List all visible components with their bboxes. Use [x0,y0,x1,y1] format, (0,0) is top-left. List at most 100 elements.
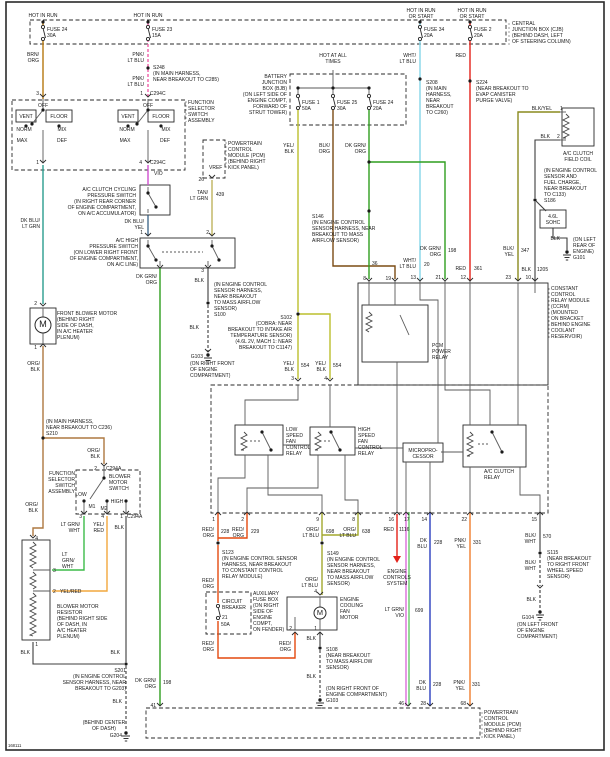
diagram-label: NEAR [426,98,440,104]
diagram-label: S149 [327,551,339,557]
diagram-label: (ON LEFT [573,237,596,243]
diagram-label: PLENUM) [57,335,80,341]
diagram-label: (MOUNTED [551,310,578,316]
diagram-label: BATTERY [264,74,287,80]
diagram-label: (IN ENGINE CONTROL [73,674,126,680]
ground-icon [124,731,128,735]
diagram-label: S186 [544,198,556,204]
diagram-label: LOW [286,427,298,433]
diagram-label: BLK [317,367,327,373]
diagram-label: (BEHIND CENTER [83,720,126,726]
diagram-label: ORG [203,533,215,539]
fuse-icon [297,96,301,108]
diagram-label: WHT/ [403,53,416,59]
diagram-label: 439 [216,192,225,198]
diagram-label: 12 [460,275,466,281]
diagram-label: ORG [203,647,215,653]
diagram-label: PLENUM) [57,634,80,640]
diagram-label: SELECTOR [48,477,75,483]
diagram-label: S224 [476,80,488,86]
diagram-label: TEMPERATURE SENSOR) [230,333,292,339]
diagram-label: SENSOR) [547,574,570,580]
junction-dot [41,108,45,112]
diagram-label: ASSEMBLY [188,118,215,124]
diagram-label: 14 [421,517,427,523]
diagram-label: DK GRN/ [345,143,366,149]
diagram-label: RELAY [432,355,449,361]
diagram-label: RED [455,266,466,272]
diagram-label: (CCRM) [551,304,570,310]
diagram-label: BREAKOUT TO MASS [312,232,364,238]
diagram-label: A/C HIGH [116,238,139,244]
diagram-label: ORG/ [25,502,38,508]
wire [147,192,157,208]
diagram-label: HOT IN RUN [457,8,486,14]
wire [52,516,85,571]
diagram-label: SENSOR HARNESS, [327,563,375,569]
connector-chevron-icon [326,377,334,382]
diagram-label: FORWARD OF [253,104,287,110]
diagram-label: S115 [547,550,559,556]
diagram-label: PNK/ [132,76,144,82]
resistor-icon [28,541,38,569]
diagram-label: YEL/ [93,522,104,528]
diagram-label: ON A/C LINE) [107,262,138,268]
component-box [147,109,175,123]
junction-dot [418,20,422,24]
diagram-label: 638 [362,529,371,535]
diagram-label: 554 [333,363,342,369]
diagram-label: OR START [460,14,485,20]
diagram-label: ORG [203,584,215,590]
diagram-label: OF ENGINE COMPARTMENT, [68,205,136,211]
diagram-label: (BEHIND RIGHT [484,728,522,734]
fuse-icon [469,27,473,39]
diagram-label: RESERVOIR) [551,334,582,340]
diagram-label: LT BLU [400,264,417,270]
diagram-label: SWITCH [109,486,129,492]
wire [552,228,568,250]
diagram-label: HARNESS, [426,92,452,98]
component-box [11,99,186,171]
wire [534,199,547,212]
fuse-icon [332,96,336,108]
fuse-icon [330,93,336,99]
connector-chevron-icon [204,348,212,353]
diagram-label: S201 [114,668,126,674]
diagram-label: CESSOR [412,454,434,460]
diagram-label: 1 [560,106,563,112]
fuse-icon [40,36,46,42]
diagram-label: OFF [38,103,48,109]
diagram-label: TO MASS AIRFLOW [326,659,373,665]
diagram-label: G103 [191,354,203,360]
diagram-label: COMPARTMENT) [517,634,558,640]
diagram-label: SENSOR AND [544,174,577,180]
diagram-label: 4.6L [548,214,558,220]
diagram-label: KICK PANEL) [484,734,515,740]
diagram-label: BLK [307,674,317,680]
diagram-label: BLK [190,325,200,331]
diagram-label: 17 [404,517,410,523]
diagram-label: FUSE 23 [152,27,173,33]
diagram-label: 229 [251,529,260,535]
connector-chevron-icon [291,631,299,636]
diagram-label: PRESSURE SWITCH [89,244,138,250]
diagram-label: 20A [373,106,383,112]
diagram-label: C294A [106,466,122,472]
diagram-label: DK GRN/ [420,246,441,252]
connector-chevron-icon [80,510,88,515]
diagram-label: (ON RIGHT FRONT OF [326,686,379,692]
junction-dot [146,108,150,112]
diagram-label: REAR OF [573,243,595,249]
junction-dot [367,209,371,213]
diagram-label: HARNESS, NEAR BREAKOUT [222,562,292,568]
connector-chevron-icon [243,511,251,516]
diagram-label: COMPT, [253,621,272,627]
diagram-label: BOX (BJB) [263,86,288,92]
diagram-label: FUEL CHARGE, [544,180,581,186]
fuse-icon [217,606,221,618]
wire [517,111,560,281]
diagram-label: WHT [69,528,80,534]
diagram-label: NORM [119,127,134,133]
component-box [462,424,527,468]
connector-chevron-icon [156,702,164,707]
